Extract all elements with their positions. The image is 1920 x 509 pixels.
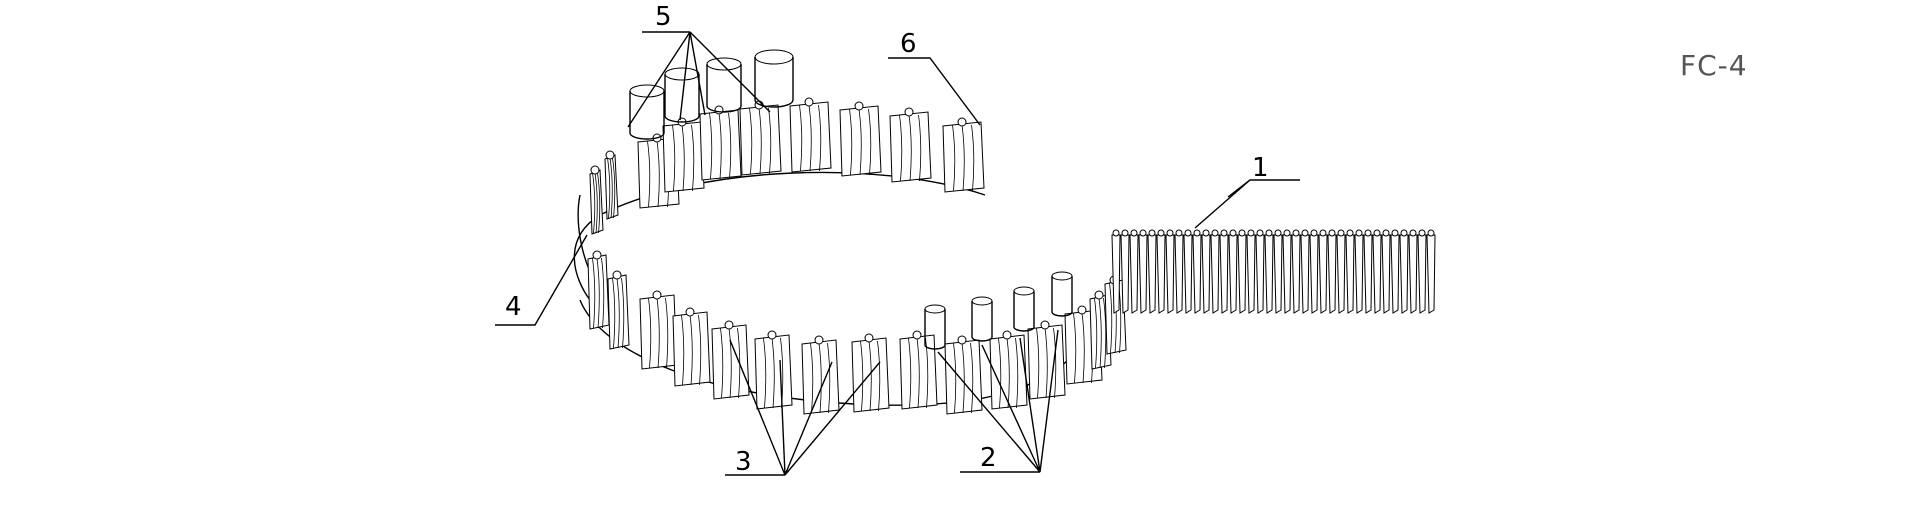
strip-segment: [1426, 229, 1436, 314]
strip-segment: [1129, 229, 1139, 314]
straight-segment-strip: [1111, 229, 1436, 314]
strip-segment: [1228, 229, 1238, 314]
ring-segment: [789, 97, 832, 173]
ring-segment: [801, 335, 840, 415]
front-segments: [587, 250, 1127, 415]
strip-segment: [1291, 229, 1301, 314]
strip-segment: [1318, 229, 1328, 314]
ring-segment: [662, 117, 705, 193]
strip-segment: [1408, 229, 1418, 314]
ring-segment: [589, 165, 604, 235]
strip-segment: [1219, 229, 1229, 314]
cylinders-group-5: [629, 49, 794, 140]
ring-segment: [851, 333, 890, 413]
strip-segment: [1381, 229, 1391, 314]
strip-segment: [1147, 229, 1157, 314]
strip-segment: [1165, 229, 1175, 314]
strip-segment: [1372, 229, 1382, 314]
strip-segment: [1192, 229, 1202, 314]
ring-segment: [1027, 320, 1066, 400]
strip-segment: [1120, 229, 1130, 314]
strip-segment: [1264, 229, 1274, 314]
ring-segment: [699, 105, 742, 181]
ring-segment: [604, 150, 619, 220]
strip-segment: [1399, 229, 1409, 314]
label-2: 2: [937, 329, 1059, 473]
strip-segment: [1309, 229, 1319, 314]
strip-segment: [1156, 229, 1166, 314]
ring-segment: [587, 250, 610, 330]
label-4: 4: [495, 234, 588, 326]
svg-text:2: 2: [980, 443, 997, 473]
ring-segment: [899, 330, 938, 410]
strip-segment: [1201, 229, 1211, 314]
ring-segment: [754, 330, 793, 410]
strip-segment: [1183, 229, 1193, 314]
ring-segment: [739, 100, 782, 176]
strip-segment: [1210, 229, 1220, 314]
strip-segment: [1282, 229, 1292, 314]
back-segments: [589, 97, 985, 235]
ring-segment: [672, 307, 711, 387]
label-6: 6: [888, 29, 981, 126]
ring-segment: [639, 290, 678, 370]
strip-segment: [1273, 229, 1283, 314]
label-3: 3: [725, 339, 881, 477]
strip-segment: [1300, 229, 1310, 314]
strip-segment: [1417, 229, 1427, 314]
ring-segment: [889, 107, 932, 183]
strip-segment: [1237, 229, 1247, 314]
label-1: 1: [1194, 153, 1300, 229]
label-5: 5: [627, 2, 771, 128]
strip-segment: [1111, 229, 1121, 314]
ring-segment: [607, 270, 630, 350]
strip-segment: [1327, 229, 1337, 314]
ring-segment: [711, 320, 750, 400]
svg-text:5: 5: [655, 2, 672, 32]
svg-text:3: 3: [735, 447, 752, 477]
ring-segment: [942, 117, 985, 193]
strip-segment: [1345, 229, 1355, 314]
svg-text:6: 6: [900, 29, 917, 59]
ring-segment: [989, 330, 1028, 410]
strip-segment: [1390, 229, 1400, 314]
strip-segment: [1174, 229, 1184, 314]
strip-segment: [1363, 229, 1373, 314]
strip-segment: [1354, 229, 1364, 314]
cylinders-group-2: [924, 271, 1073, 350]
strip-segment: [1336, 229, 1346, 314]
figure-id: FC-4: [1680, 49, 1748, 82]
strip-segment: [1246, 229, 1256, 314]
strip-segment: [1255, 229, 1265, 314]
strip-segment: [1138, 229, 1148, 314]
ring-segment: [944, 335, 983, 415]
svg-text:1: 1: [1252, 153, 1269, 183]
svg-text:4: 4: [505, 292, 522, 322]
ring-segment: [839, 101, 882, 177]
